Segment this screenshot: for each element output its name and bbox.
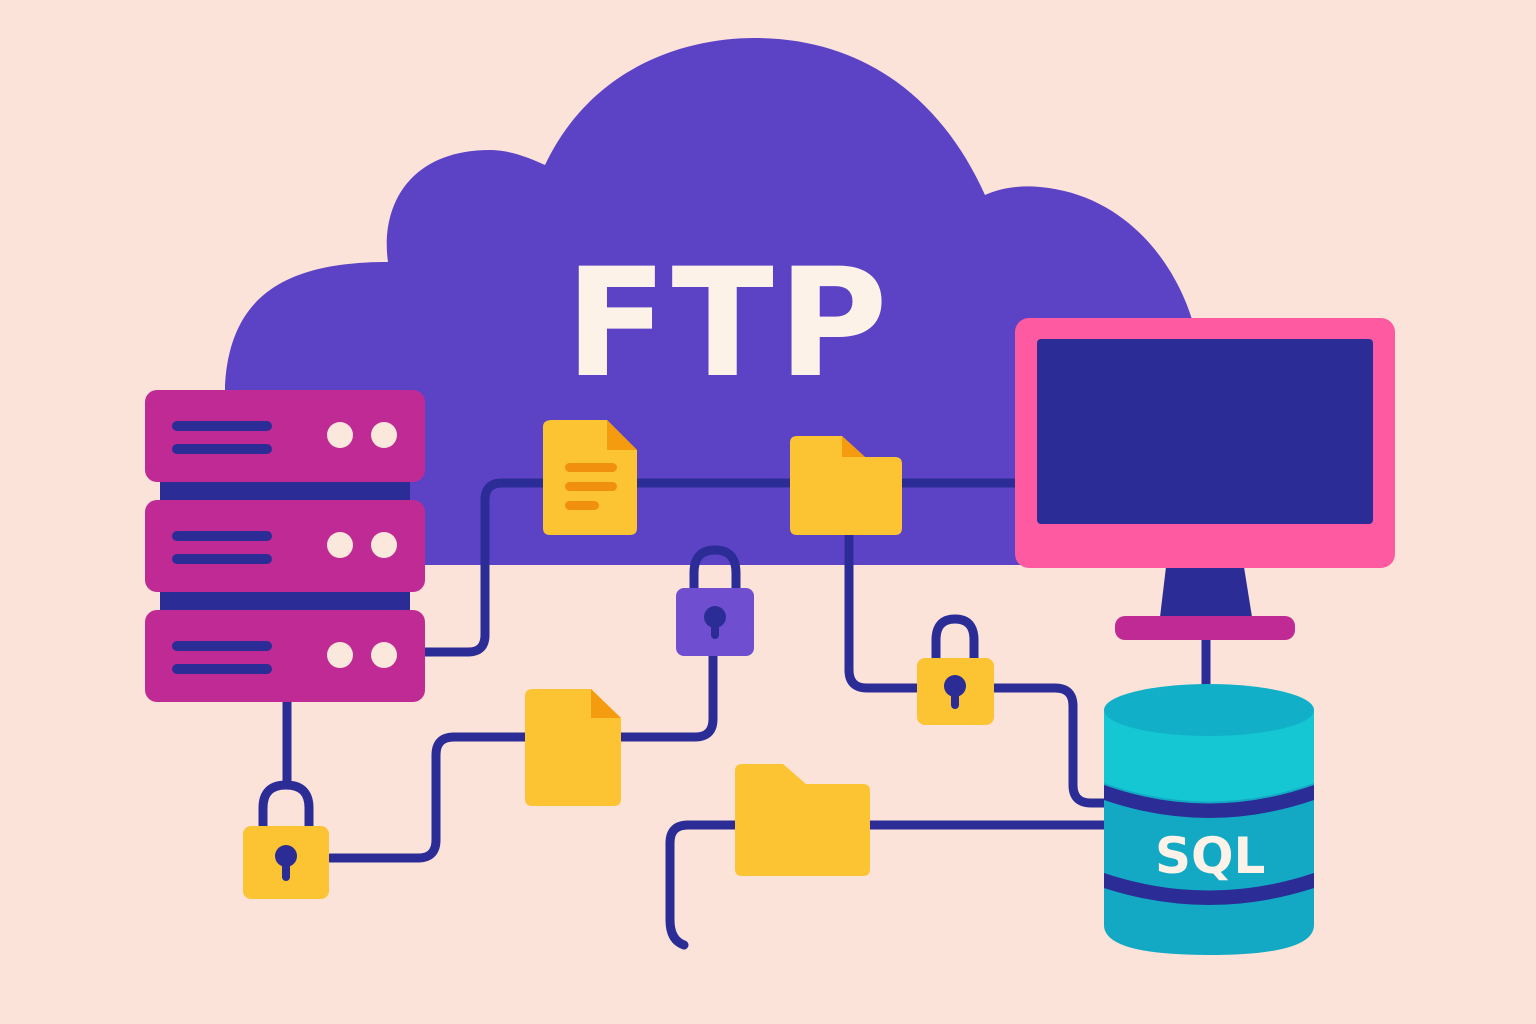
monitor-screen bbox=[1037, 339, 1373, 524]
folder-icon bbox=[735, 764, 870, 876]
lock-icon bbox=[243, 780, 329, 899]
folder-icon bbox=[790, 436, 902, 535]
ftp-title: FTP bbox=[565, 237, 892, 411]
cloud-icon bbox=[225, 38, 1195, 565]
server-unit bbox=[145, 500, 425, 592]
lock-icon bbox=[917, 614, 994, 725]
document-icon bbox=[525, 689, 621, 806]
lock-icon bbox=[676, 545, 754, 656]
document-icon bbox=[543, 420, 637, 535]
server-rack-icon bbox=[145, 390, 425, 702]
connection-lines bbox=[282, 478, 1211, 950]
server-unit bbox=[145, 610, 425, 702]
database-label: SQL bbox=[1155, 827, 1265, 885]
monitor-icon bbox=[1015, 318, 1395, 640]
server-unit bbox=[145, 390, 425, 482]
database-icon bbox=[1104, 684, 1314, 955]
